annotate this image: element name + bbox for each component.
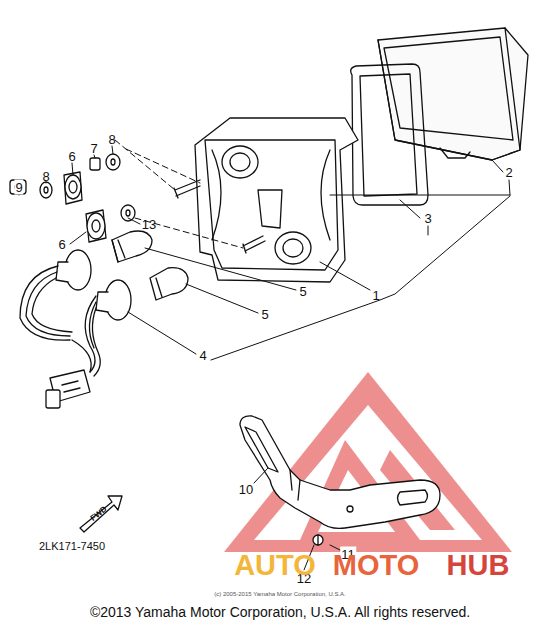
tail-lens [378, 28, 528, 160]
callout-number: 13 [142, 218, 156, 231]
callout-number: 5 [299, 285, 306, 298]
callout-number: 2 [505, 166, 512, 179]
callout-number: 7 [90, 142, 97, 155]
copyright-note: (c) 2005-2015 Yamaha Motor Corporation, … [214, 591, 346, 597]
callout-number: 6 [68, 150, 75, 163]
watermark-text: MOTO [333, 551, 419, 580]
socket-harness [20, 250, 131, 408]
callout-number: 10 [239, 483, 253, 496]
forward-arrow [80, 496, 122, 532]
callout-number: 5 [261, 308, 268, 321]
watermark-logo [224, 372, 512, 552]
license-bracket [240, 416, 440, 545]
callout-number: 8 [42, 170, 49, 183]
watermark-text: AUTO [234, 551, 316, 580]
lens-gasket [351, 64, 428, 205]
part-code: 2LK171-7450 [39, 541, 105, 552]
callout-number: 1 [372, 289, 379, 302]
callout-number: 8 [108, 133, 115, 146]
callout-number: 3 [424, 212, 431, 225]
callout-number: 9 [14, 180, 23, 195]
lamp-housing [174, 118, 358, 282]
direction-label: FWD [89, 505, 108, 523]
hardware [10, 154, 135, 242]
callout-number: 4 [199, 349, 206, 362]
leader-lines [19, 146, 510, 570]
copyright-caption: ©2013 Yamaha Motor Corporation, U.S.A. A… [90, 605, 470, 619]
callout-number: 6 [58, 238, 65, 251]
watermark-text: HUB [447, 551, 510, 580]
